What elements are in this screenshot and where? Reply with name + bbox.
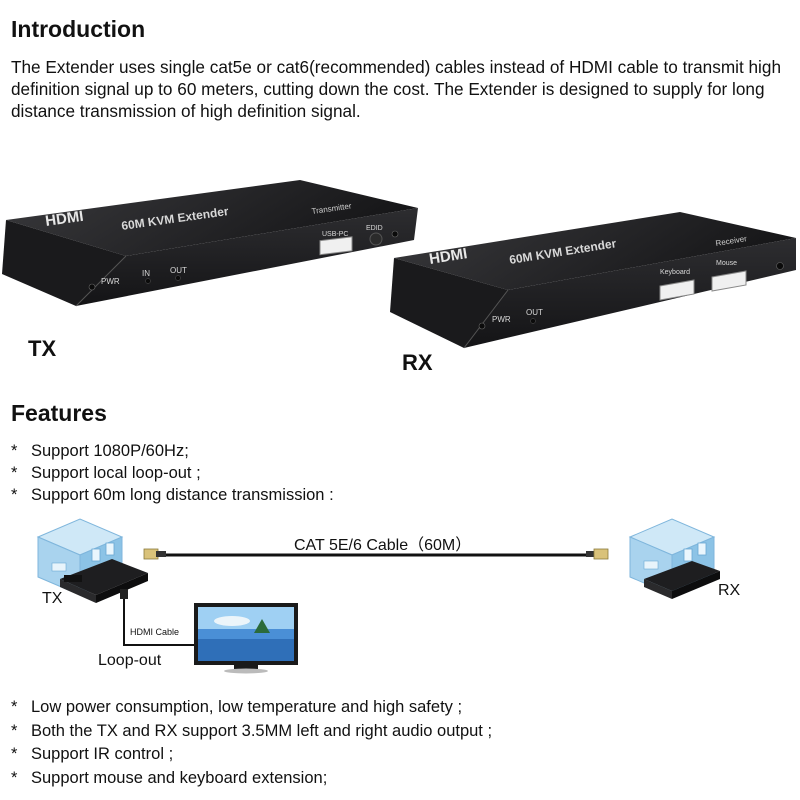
features-list-b: *Low power consumption, low temperature … [11,696,492,790]
rx-port-keyboard: Keyboard [660,269,690,276]
rx-mouse-port [711,270,747,292]
list-item: *Support 60m long distance transmission … [11,486,334,504]
intro-text: The Extender uses single cat5e or cat6(r… [11,57,781,121]
list-item: *Support IR control ; [11,745,174,763]
hdmi-cable [120,589,196,646]
tv-icon [194,603,298,674]
device-photos: HDMI 60M KVM Extender Transmitter PWR IN… [0,178,800,378]
connection-diagram: TX RX CAT 5E/6 Cable（60M） HD [0,515,800,695]
list-item: *Support mouse and keyboard extension; [11,768,328,787]
features-list-a: *Support 1080P/60Hz; *Support local loop… [11,440,334,506]
tx-room-icon [36,518,148,603]
cat-cable [143,548,609,560]
tx-port-in: IN [142,269,150,278]
features-title: Features [11,400,107,426]
diagram-rx-label: RX [718,582,741,599]
tx-device: HDMI 60M KVM Extender Transmitter PWR IN… [2,180,418,307]
list-item: *Support local loop-out ; [11,464,201,482]
rx-room-icon [628,518,720,599]
tx-port-edid: EDID [366,225,383,232]
rx-label: RX [402,350,433,375]
cable-label: CAT 5E/6 Cable（60M） [294,536,471,554]
tx-port-usb: USB-PC [322,231,348,238]
device-illustration: HDMI 60M KVM Extender Transmitter PWR IN… [2,180,796,375]
diagram-tx-label: TX [42,590,63,607]
rx-port-mouse: Mouse [716,260,737,267]
list-item: *Support 1080P/60Hz; [11,442,189,460]
tx-edid-switch [369,232,383,246]
rx-pwr-led [478,322,486,330]
hdmi-cable-label: HDMI Cable [130,627,179,637]
rx-port-pwr: PWR [492,315,511,324]
tx-pwr-led [88,283,96,291]
rx-logo: HDMI [428,245,469,268]
rx-keyboard-port [659,279,695,301]
tx-logo: HDMI [44,208,84,230]
tx-label: TX [28,336,56,361]
rx-device: HDMI 60M KVM Extender Receiver PWR OUT K… [390,212,796,349]
list-item: *Low power consumption, low temperature … [11,698,463,716]
tx-usb-port [319,236,353,256]
tx-port-pwr: PWR [101,277,120,286]
tx-port-out: OUT [170,266,187,275]
rx-port-out: OUT [526,308,543,317]
list-item: *Both the TX and RX support 3.5MM left a… [11,721,493,740]
intro-title: Introduction [11,16,146,42]
loopout-label: Loop-out [98,652,162,669]
